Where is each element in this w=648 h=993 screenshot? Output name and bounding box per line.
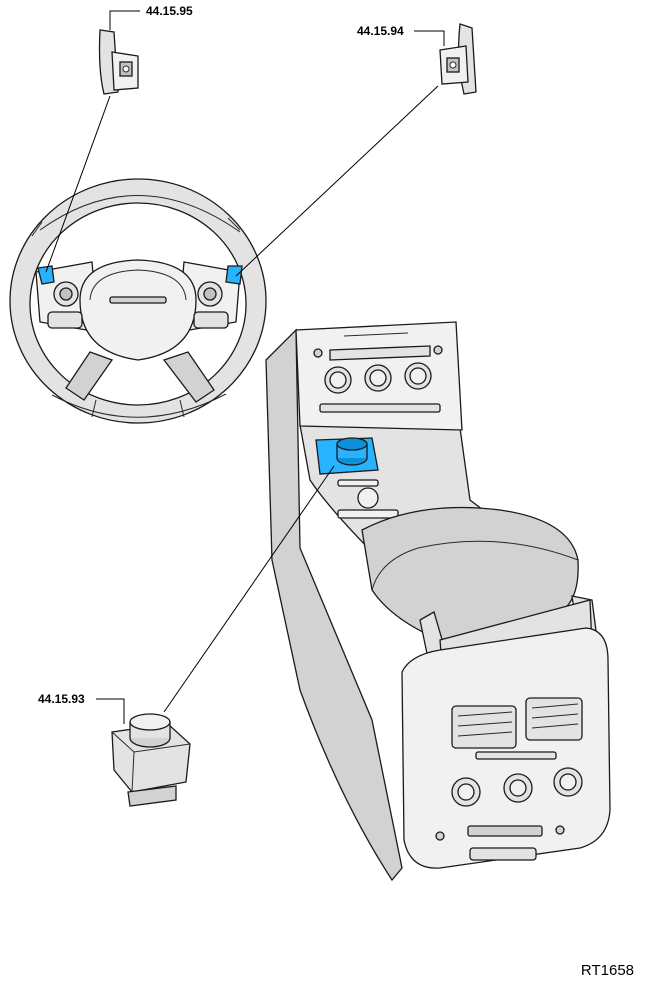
figure-reference: RT1658 [580,962,634,979]
right-paddle-detail [439,23,477,95]
callout-label-44-15-94: 44.15.94 [357,24,404,38]
rotary-selector-detail [111,713,191,807]
steering-wheel [9,178,267,424]
centre-console [265,321,611,882]
leader-lines [45,10,445,724]
callout-label-44-15-95: 44.15.95 [146,4,193,18]
left-paddle-detail [98,29,139,95]
callout-label-44-15-93: 44.15.93 [38,692,85,706]
